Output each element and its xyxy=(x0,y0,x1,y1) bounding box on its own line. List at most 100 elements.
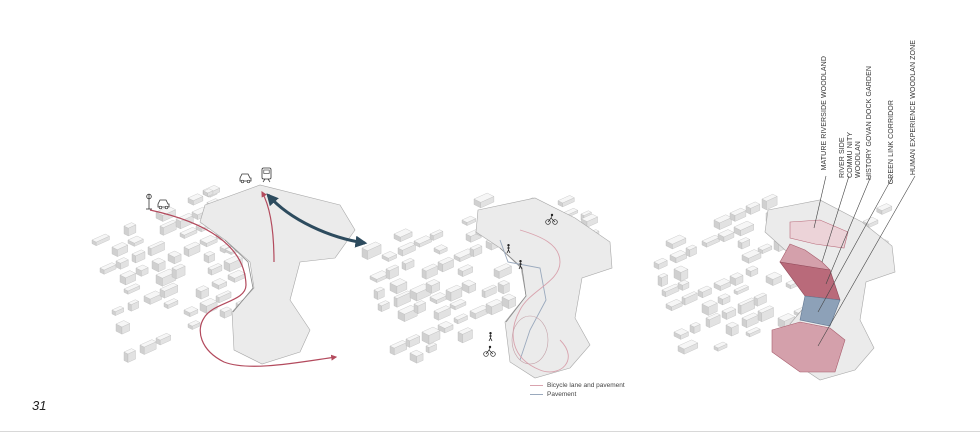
building-face xyxy=(733,284,749,292)
building-face xyxy=(131,249,146,257)
building-face xyxy=(777,313,796,322)
mature-riverside-woodland-zone xyxy=(789,219,849,249)
building-face xyxy=(437,256,454,265)
legend-swatch-bicycle xyxy=(530,385,543,386)
building-face xyxy=(183,306,199,314)
building-face xyxy=(677,279,690,286)
pedestrian-icon xyxy=(488,332,493,342)
red-bicycle-path xyxy=(512,229,569,373)
building-face xyxy=(187,320,201,327)
building-face xyxy=(111,242,129,250)
legend-label-pavement: Pavement xyxy=(547,391,577,398)
page-number: 31 xyxy=(32,398,47,413)
building-face xyxy=(215,290,232,298)
zone-label-history-govan: HISTORY GOVAN DOCK GARDEN xyxy=(866,66,873,181)
building-face xyxy=(401,258,415,265)
leader-line-mature xyxy=(813,175,827,229)
blue-pavement-path xyxy=(499,239,547,361)
building-face xyxy=(393,296,398,308)
building-face xyxy=(673,265,689,273)
building-face xyxy=(127,299,140,305)
building-face xyxy=(737,237,751,244)
building-face xyxy=(729,272,744,279)
building-face xyxy=(745,201,761,209)
car-icon xyxy=(157,199,170,210)
building-face xyxy=(433,305,451,314)
building-face xyxy=(171,263,186,271)
building-face xyxy=(581,213,598,222)
cyclist-icon xyxy=(545,213,558,225)
building-face xyxy=(111,306,125,312)
panel-traffic-routes xyxy=(91,167,368,367)
building-face xyxy=(461,279,477,287)
building-face xyxy=(745,327,761,335)
blue-route-arc xyxy=(266,193,368,248)
building-face xyxy=(449,298,467,307)
leader-line-history xyxy=(825,175,872,285)
building-face xyxy=(497,280,510,286)
riverbank-edge xyxy=(499,247,527,323)
building-face xyxy=(501,293,517,301)
building-face xyxy=(155,333,172,341)
building-face xyxy=(689,322,701,328)
building-face xyxy=(405,334,421,341)
zone-label-river-side-community: RIVER SIDE COMMU NITY WOODLAN xyxy=(839,132,862,178)
building-face xyxy=(761,193,778,202)
building-face xyxy=(713,341,728,349)
pedestrian-icon xyxy=(506,244,511,254)
building-face xyxy=(123,283,141,292)
building-face xyxy=(653,257,668,265)
building-face xyxy=(373,286,385,293)
building-face xyxy=(123,222,137,229)
building-face xyxy=(413,300,427,307)
human-experience-woodland-zone xyxy=(771,321,846,373)
leader-line-human xyxy=(817,175,916,347)
building-face xyxy=(393,228,413,238)
building-face xyxy=(203,251,216,257)
building-face xyxy=(115,257,129,264)
building-face xyxy=(657,273,669,279)
building-face xyxy=(737,303,742,315)
building-face xyxy=(453,313,468,321)
building-face xyxy=(151,257,166,265)
building-face xyxy=(159,282,179,292)
building-face xyxy=(127,235,144,244)
building-face xyxy=(457,264,474,272)
building-face xyxy=(673,328,689,336)
building-face xyxy=(219,306,232,313)
building-face xyxy=(580,210,592,216)
building-face xyxy=(147,240,165,249)
zone-label-green-link: GREEN LINK CORRIDOR xyxy=(888,100,895,185)
building-face xyxy=(361,241,382,251)
building-face xyxy=(227,269,246,279)
building-face xyxy=(697,285,712,293)
panel-movement-paths xyxy=(361,192,613,379)
building-face xyxy=(745,265,759,272)
path-legend: Bicycle lane and pavement Pavement xyxy=(530,381,625,399)
panel-woodland-zones xyxy=(653,175,916,381)
train-icon xyxy=(261,167,272,183)
building-face xyxy=(119,270,136,279)
building-face xyxy=(461,215,477,223)
building-face xyxy=(203,188,214,194)
building-face xyxy=(725,321,739,329)
building-face xyxy=(183,241,201,250)
legend-swatch-pavement xyxy=(530,394,543,395)
building-face xyxy=(433,244,448,252)
building-face xyxy=(135,264,149,271)
building-face xyxy=(437,321,454,329)
pedestrian-icon xyxy=(518,260,523,270)
legend-item-pavement: Pavement xyxy=(530,390,625,399)
building-face xyxy=(557,195,575,204)
red-route-main xyxy=(149,209,338,367)
building-face xyxy=(757,243,773,251)
building-face xyxy=(123,348,136,355)
building-face xyxy=(207,263,223,271)
building-face xyxy=(91,233,110,243)
building-face xyxy=(429,229,444,236)
building-face xyxy=(757,305,774,314)
building-face xyxy=(469,244,483,251)
building-face xyxy=(677,339,699,350)
leader-line-green-link xyxy=(817,175,894,313)
